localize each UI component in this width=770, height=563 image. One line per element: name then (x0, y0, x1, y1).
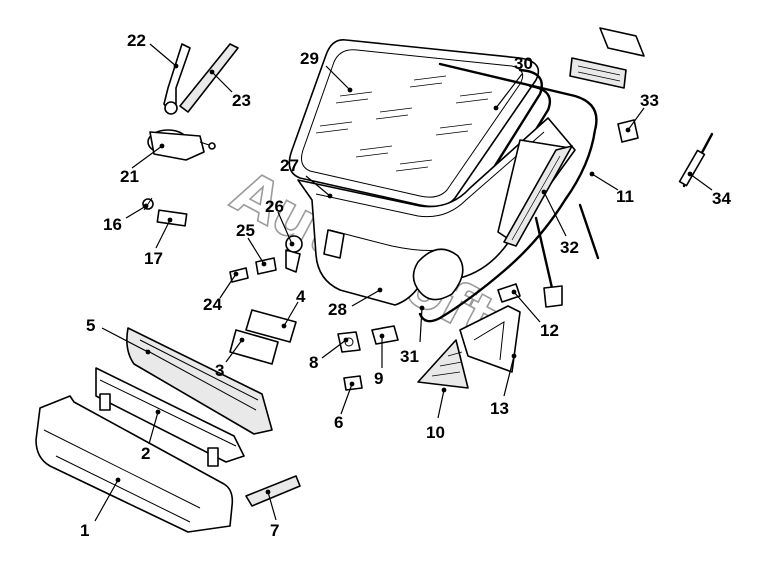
emblem-17 (156, 209, 188, 227)
reflector-7 (245, 475, 301, 507)
rear-wiper-blade (179, 43, 239, 113)
callout-25: 25 (236, 221, 255, 240)
callout-27: 27 (280, 156, 299, 175)
callout-23: 23 (232, 91, 251, 110)
callout-34: 34 (712, 189, 731, 208)
callout-2: 2 (141, 444, 150, 463)
callout-3: 3 (215, 361, 224, 380)
bumper-reinforcement-lower (95, 367, 245, 467)
rear-window-glass (288, 38, 540, 208)
callout-24: 24 (203, 295, 222, 314)
license-plate-light-4 (245, 309, 297, 343)
high-mount-stop-lamp (569, 27, 645, 143)
callout-26: 26 (265, 197, 284, 216)
callout-12: 12 (540, 321, 559, 340)
callout-29: 29 (300, 49, 319, 68)
callout-33: 33 (640, 91, 659, 110)
gas-strut (678, 132, 714, 188)
latch-25 (255, 257, 277, 275)
wiper-motor (147, 129, 216, 161)
callout-11: 11 (616, 187, 634, 206)
callout-32: 32 (560, 238, 579, 257)
connector-9 (371, 325, 399, 345)
lock-cylinder-26 (285, 235, 303, 273)
lift-support-rods (534, 203, 600, 308)
callout-28: 28 (328, 300, 347, 319)
tail-lamp-housing (459, 283, 521, 373)
clip-16 (142, 197, 154, 211)
callout-16: 16 (103, 215, 122, 234)
callout-1: 1 (80, 521, 89, 540)
callout-4: 4 (296, 287, 306, 306)
leader-lines (94, 43, 713, 522)
bumper-cover (35, 395, 234, 533)
callout-5: 5 (86, 316, 95, 335)
callout-30: 30 (514, 54, 533, 73)
side-trim-strip (503, 145, 573, 247)
callout-21: 21 (120, 167, 139, 186)
callout-labels: 1 2 3 4 5 6 7 8 9 10 11 12 13 16 17 21 2… (80, 31, 731, 540)
callout-7: 7 (270, 521, 279, 540)
callout-31: 31 (400, 347, 419, 366)
rear-wiper-arm (163, 43, 191, 115)
bumper-reinforcement-upper (126, 327, 273, 435)
callout-13: 13 (490, 399, 509, 418)
callout-8: 8 (309, 353, 318, 372)
tail-lamp-lens (417, 339, 469, 389)
callout-22: 22 (127, 31, 146, 50)
callout-10: 10 (426, 423, 445, 442)
bracket-8 (337, 331, 361, 353)
callout-17: 17 (144, 249, 163, 268)
callout-9: 9 (374, 369, 383, 388)
latch-24 (229, 267, 249, 283)
callout-6: 6 (334, 413, 343, 432)
